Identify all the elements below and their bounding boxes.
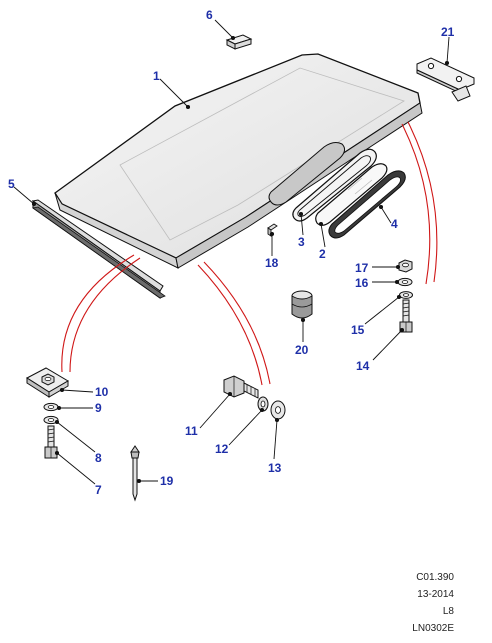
callout-17: 17 [355,261,369,275]
callout-13: 13 [268,461,282,475]
seal-ring-part-4 [328,170,406,239]
plate-nut-part-10 [26,367,69,398]
washer-part-16 [397,277,413,287]
callout-7: 7 [95,483,102,497]
callout-6: 6 [206,8,213,22]
washer-part-8 [43,415,59,425]
rivet-part-19 [130,445,140,502]
glass-part-2 [315,163,388,226]
callout-4: 4 [391,217,398,231]
callout-2: 2 [319,247,326,261]
callout-18: 18 [265,256,279,270]
callout-12: 12 [215,442,229,456]
ref-level: L8 [442,606,454,617]
oval-seal-part-3 [292,148,377,222]
callout-19: 19 [160,474,174,488]
callout-1: 1 [153,69,160,83]
callout-20: 20 [295,343,309,357]
bolt-part-7 [44,425,58,459]
roof-panel-part-1 [54,53,423,269]
callout-10: 10 [95,385,109,399]
shoulder-bolt-part-11 [223,375,259,399]
pin-part-18 [267,223,278,237]
bolt-part-14 [399,299,413,333]
callout-5: 5 [8,177,15,191]
bump-stop-part-20 [291,290,313,319]
callout-3: 3 [298,235,305,249]
bracket-part-21 [416,57,475,102]
ref-date: 13-2014 [417,589,454,600]
callout-8: 8 [95,451,102,465]
callout-11: 11 [185,424,198,438]
washer-part-9 [43,402,59,412]
pad-part-6 [225,34,253,50]
ref-drawing: LN0302E [412,623,454,634]
callout-15: 15 [351,323,365,337]
spring-washer-part-12 [257,396,269,412]
washer-part-15 [399,291,413,299]
assembly-leaders [61,121,438,386]
nut-part-17 [398,259,413,273]
callout-leaders [13,19,450,485]
callout-14: 14 [356,359,370,373]
callout-9: 9 [95,401,102,415]
ref-code: C01.390 [416,572,454,583]
callout-16: 16 [355,276,369,290]
washer-part-13 [270,400,286,420]
callout-21: 21 [441,25,455,39]
